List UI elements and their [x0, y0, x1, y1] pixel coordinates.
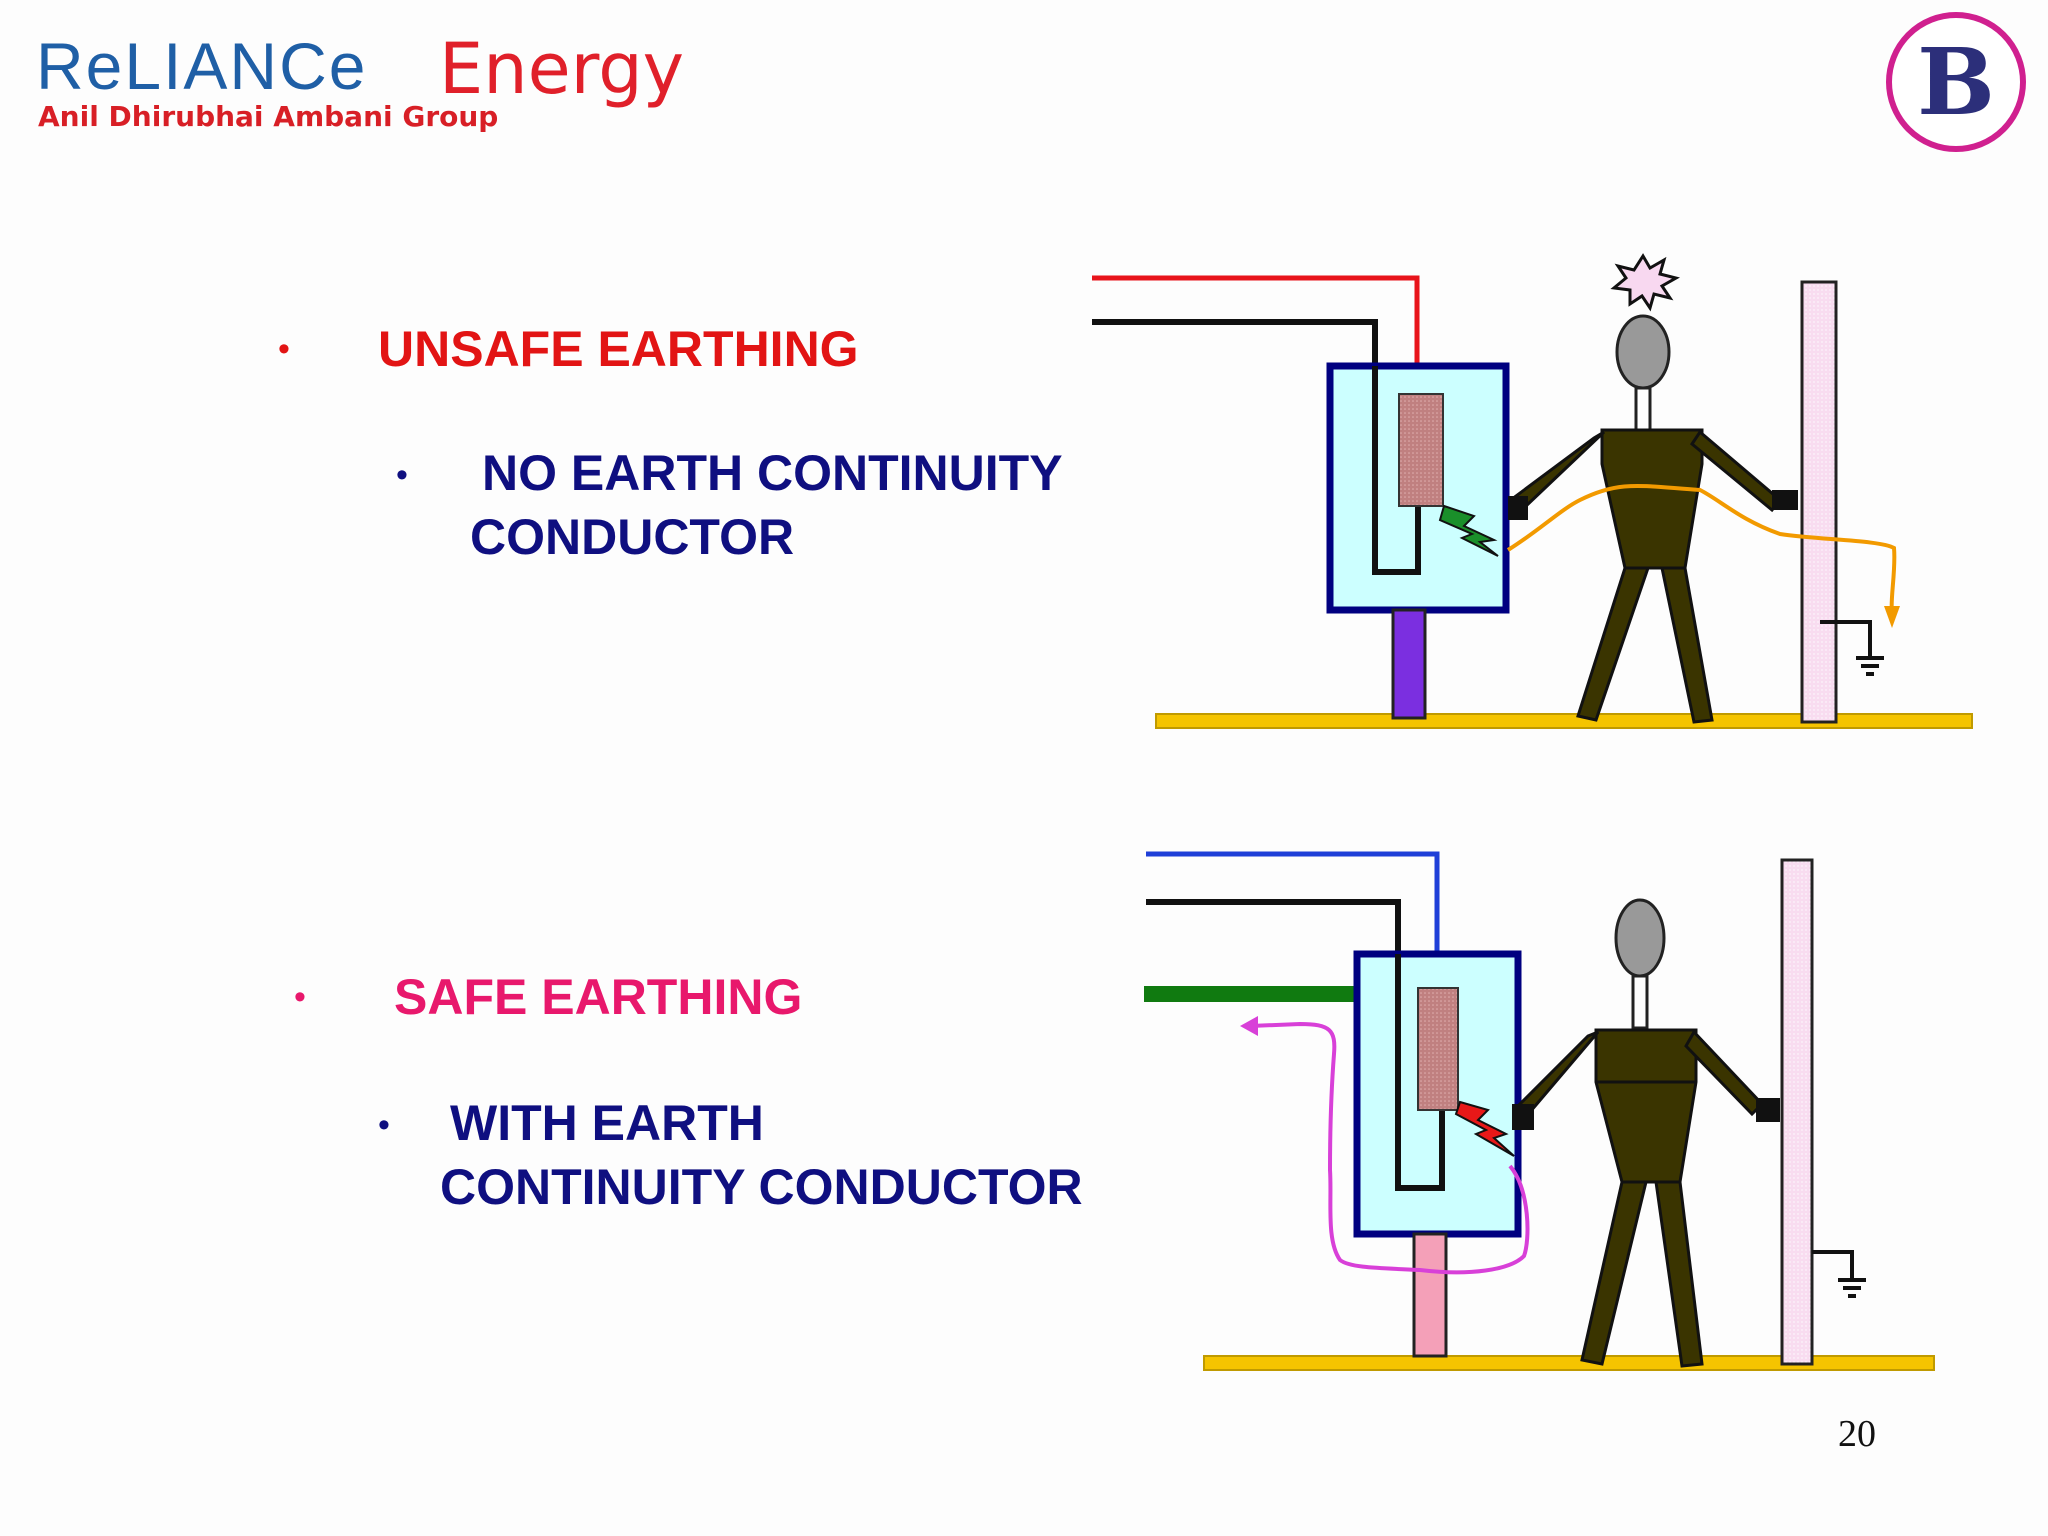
fault-current-path-1 — [1506, 483, 1897, 613]
badge-letter: B — [1917, 28, 1995, 136]
fault-spark-1 — [1438, 504, 1499, 557]
current-arrow-2 — [1240, 1016, 1258, 1036]
earth-wire-green — [1144, 986, 1356, 1002]
person-torso-2 — [1594, 1028, 1698, 1184]
brand-energy: Energy — [439, 28, 685, 110]
person-torso-1 — [1600, 428, 1704, 570]
no-earth-line1: NO EARTH CONTINUITY — [482, 445, 1063, 501]
appliance-stand-2 — [1412, 1232, 1448, 1358]
person-head-2 — [1614, 898, 1666, 978]
element-2 — [1417, 987, 1459, 1111]
person-head-1 — [1615, 314, 1671, 390]
no-earth-line2: CONDUCTOR — [470, 509, 795, 565]
unsafe-diagram — [1092, 253, 1973, 729]
brand-reliance: ReLIANCe — [36, 29, 368, 103]
appliance-stand-1 — [1391, 608, 1427, 720]
wall-2 — [1780, 858, 1814, 1366]
ground-strip-1 — [1155, 713, 1973, 729]
page-number: 20 — [1838, 1413, 1876, 1455]
earth-symbol-2 — [1838, 1278, 1866, 1298]
bullet-unsafe: • — [278, 330, 290, 368]
shock-star-icon — [1610, 253, 1680, 312]
phase-wire-red — [1092, 275, 1420, 394]
wall-1 — [1800, 280, 1838, 724]
safe-diagram — [1144, 851, 1935, 1371]
element-1 — [1398, 393, 1444, 507]
with-earth-line2: CONTINUITY CONDUCTOR — [440, 1159, 1083, 1215]
safe-earthing-title: SAFE EARTHING — [394, 969, 803, 1025]
brand-group: Anil Dhirubhai Ambani Group — [38, 100, 499, 133]
fault-current-path-2 — [1249, 1021, 1530, 1275]
bullet-safe: • — [294, 978, 306, 1016]
ground-strip-2 — [1203, 1355, 1935, 1371]
phase-wire-blue — [1146, 851, 1440, 988]
bullet-with-earth: • — [378, 1106, 390, 1144]
with-earth-line1: WITH EARTH — [450, 1095, 764, 1151]
unsafe-earthing-title: UNSAFE EARTHING — [378, 321, 859, 377]
reliance-energy-logo: ReLIANCe Energy Anil Dhirubhai Ambani Gr… — [36, 28, 716, 148]
current-arrow-1 — [1884, 606, 1900, 628]
earth-symbol-1 — [1856, 656, 1884, 676]
b-badge-logo: B — [1886, 12, 2026, 152]
bullet-no-earth: • — [396, 456, 408, 494]
fault-spark-2 — [1454, 1100, 1515, 1157]
